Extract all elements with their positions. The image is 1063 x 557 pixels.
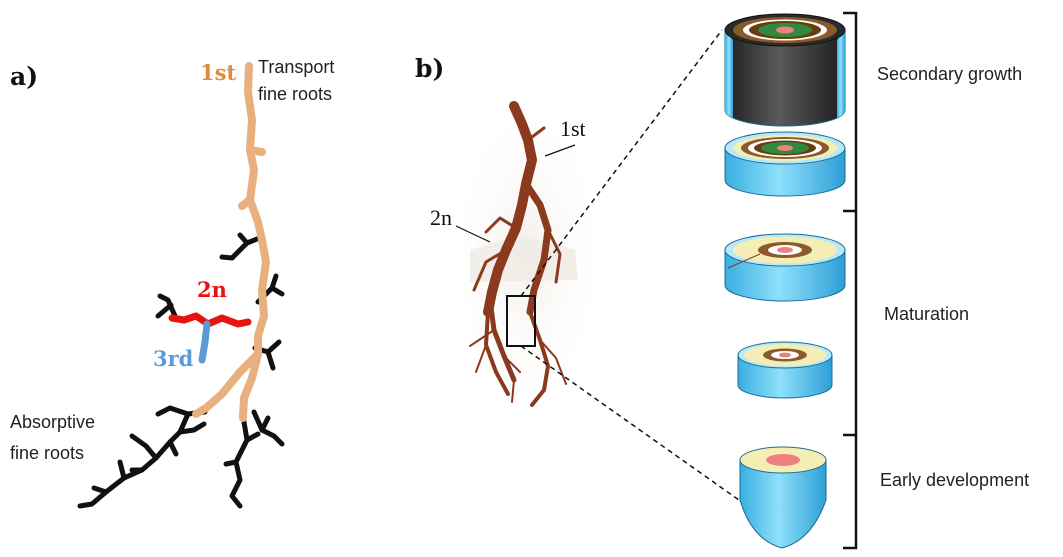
stage-maturation: Maturation (884, 304, 969, 324)
cross-section-maturation-1 (724, 233, 846, 302)
label-2n-order: 2n (197, 277, 227, 302)
photo-label-2n: 2n (430, 205, 452, 230)
panel-a-label: a) (10, 62, 38, 91)
cross-section-secondary-growth-2 (724, 131, 846, 197)
label-transport-line1: Transport (258, 57, 334, 77)
cross-section-early-development (739, 446, 827, 549)
label-1st-order: 1st (200, 60, 236, 85)
root-photo: 1st 2n (430, 90, 608, 420)
photo-label-1st: 1st (560, 116, 586, 141)
panel-b-label: b) (415, 54, 444, 83)
stage-brackets (843, 11, 858, 550)
first-order-root (192, 62, 270, 422)
panel-b: b) 1st (415, 11, 1029, 550)
panel-a: a) (10, 57, 334, 509)
label-absorptive-line2: fine roots (10, 443, 84, 463)
cross-section-maturation-2 (737, 341, 833, 399)
stage-early-development: Early development (880, 470, 1029, 490)
label-3rd-order: 3rd (153, 346, 194, 371)
third-order-root (198, 320, 211, 364)
stage-secondary-growth: Secondary growth (877, 64, 1022, 84)
zoom-lines (520, 29, 747, 506)
label-absorptive-line1: Absorptive (10, 412, 95, 432)
cross-section-secondary-growth-1 (724, 13, 846, 127)
label-transport-line2: fine roots (258, 84, 332, 104)
